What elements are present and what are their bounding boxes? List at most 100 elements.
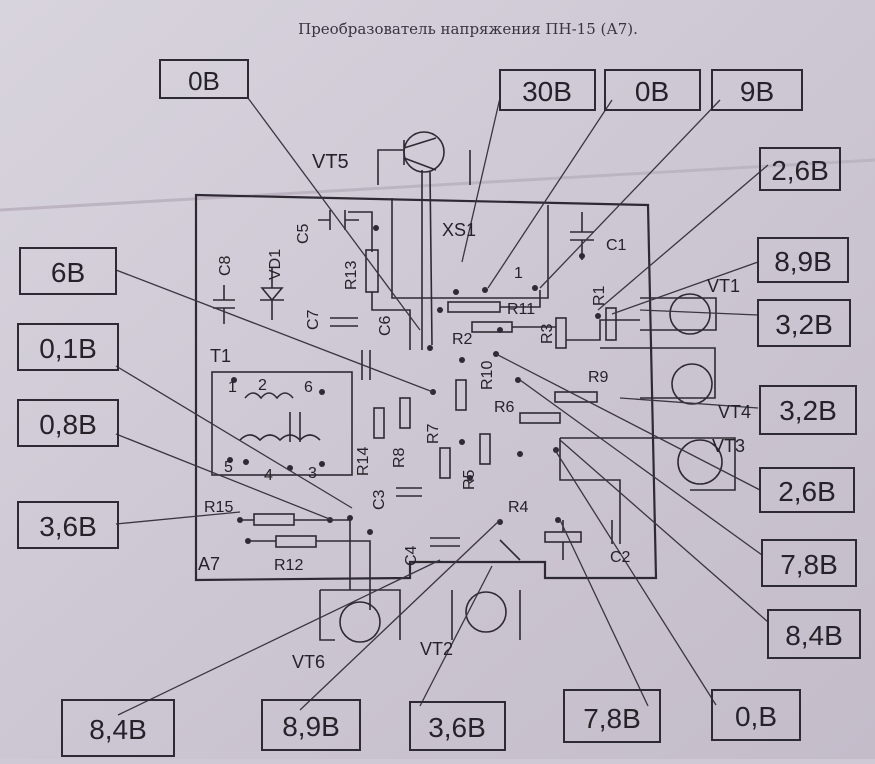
component-label: R13: [343, 261, 360, 290]
voltage-label: 0B: [635, 76, 669, 107]
r10-body: [455, 379, 467, 411]
component-label: C2: [610, 549, 631, 566]
r5-body: [479, 433, 491, 465]
voltage-label: 2,6B: [771, 155, 829, 186]
component-label: VT6: [292, 652, 325, 672]
t1-core: [289, 412, 301, 442]
vt6-leads: [319, 589, 401, 641]
voltage-label: 7,8B: [583, 703, 641, 734]
vt6-symbol: [339, 601, 381, 643]
component-label: R10: [479, 361, 496, 390]
component-label: C6: [377, 315, 394, 336]
component-label: R12: [274, 557, 303, 574]
vt2-symbol: [465, 591, 507, 633]
component-label: VD1: [267, 249, 284, 280]
t1-winding-top: [244, 392, 294, 400]
voltage-label: 0,8B: [39, 409, 97, 440]
component-label: R3: [539, 323, 556, 344]
component-label: C5: [295, 223, 312, 244]
diagram-title: Преобразователь напряжения ПН-15 (А7).: [298, 20, 638, 38]
r1-body: [605, 307, 617, 341]
voltage-boxes: [17, 59, 861, 757]
r8-body: [399, 397, 411, 429]
t1-winding-bottom: [239, 434, 321, 442]
component-label: C7: [305, 309, 322, 330]
r14-body: [373, 407, 385, 439]
c1-symbol: [570, 212, 594, 260]
t1-pin-label: 5: [224, 459, 233, 476]
component-label: C3: [371, 489, 388, 510]
component-label: VT2: [420, 639, 453, 659]
t1-pin-label: 4: [264, 467, 273, 484]
voltage-label: 3,2B: [779, 395, 837, 426]
component-label: R1: [591, 285, 608, 306]
vt3-symbol: [677, 439, 723, 485]
board-label: A7: [198, 554, 220, 574]
paper-fold: [0, 158, 875, 212]
component-label: R4: [508, 499, 529, 516]
voltage-label: 8,9B: [282, 711, 340, 742]
component-label: R15: [204, 499, 233, 516]
component-label: VT1: [707, 276, 740, 296]
voltage-label: 7,8B: [780, 549, 838, 580]
component-label: R14: [355, 447, 372, 476]
voltage-label: 3,6B: [428, 712, 486, 743]
component-label: R11: [507, 301, 535, 318]
voltage-label: 2,6B: [778, 476, 836, 507]
t1-pin-label: 1: [228, 379, 237, 396]
vd1-symbol: [260, 268, 284, 320]
voltage-label: 3,6B: [39, 511, 97, 542]
voltage-label: 3,2B: [775, 309, 833, 340]
component-label: R8: [391, 447, 408, 468]
xs1-outline: [391, 198, 549, 299]
c3-symbol: [396, 487, 422, 497]
vt1-leads: [640, 297, 717, 331]
c7-symbol: [330, 317, 358, 327]
component-label: C8: [217, 255, 234, 276]
component-label: R7: [425, 423, 442, 444]
t1-pin-label: 3: [308, 465, 317, 482]
component-label: T1: [210, 346, 231, 366]
vt4-symbol: [671, 363, 713, 405]
voltage-label: 0B: [188, 66, 220, 96]
component-label: C4: [403, 545, 420, 566]
c8-symbol: [213, 285, 235, 324]
vt1-symbol: [669, 293, 711, 335]
component-label: VT4: [718, 402, 751, 422]
voltage-label: 9B: [740, 76, 774, 107]
voltage-texts: 0B 30B 0B 9B 2,6B 8,9B 3,2B 3,2B 2,6B 7,…: [39, 66, 843, 745]
vt5-leads: [377, 137, 471, 185]
vt2-leads: [451, 590, 521, 640]
component-label: R9: [588, 369, 609, 386]
leader-lines: [115, 97, 769, 716]
vt3-leads: [560, 437, 736, 491]
r9-body: [554, 391, 598, 403]
voltage-label: 0,B: [735, 701, 777, 732]
component-label: 1: [514, 265, 523, 282]
c4-symbol: [430, 537, 460, 547]
component-label: C1: [606, 237, 627, 254]
component-label: R2: [452, 331, 473, 348]
voltage-label: 8,9B: [774, 246, 832, 277]
trace-2: [500, 290, 556, 328]
component-label: XS1: [442, 220, 476, 240]
component-label: VT3: [712, 436, 745, 456]
voltage-label: 30B: [522, 76, 572, 107]
component-label: VT5: [312, 151, 349, 173]
r7-body: [439, 447, 451, 479]
trace-1: [348, 211, 411, 350]
r6-body: [519, 412, 561, 424]
trace-3: [566, 319, 640, 341]
r3-body: [555, 317, 567, 349]
t1-pin-label: 2: [258, 377, 267, 394]
t1-pin-label: 6: [304, 379, 313, 396]
voltage-label: 8,4B: [89, 714, 147, 745]
c5-symbol: [318, 210, 359, 230]
component-label: R5: [461, 469, 478, 490]
voltage-label: 6B: [51, 257, 85, 288]
voltage-label: 8,4B: [785, 620, 843, 651]
component-label: R6: [494, 399, 515, 416]
